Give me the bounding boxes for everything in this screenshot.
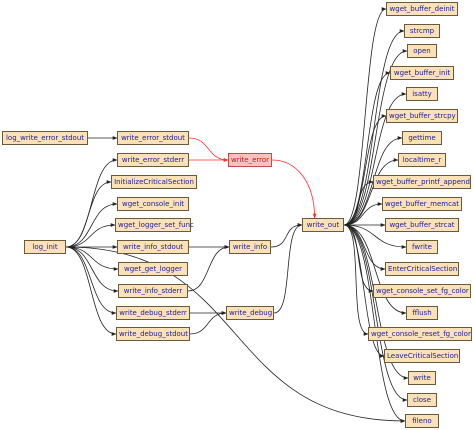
edge-write_out-to-wget_console_reset_fg_color: [343, 224, 369, 336]
edge-write_out-to-fileno: [343, 224, 406, 423]
node-localtime-r[interactable]: localtime_r: [398, 153, 446, 167]
node-wget-console-init[interactable]: wget_console_init: [117, 197, 189, 211]
edge-log_init-to-write_debug_stdout: [65, 246, 117, 336]
node-open[interactable]: open: [407, 44, 437, 58]
node-leave-critical-section[interactable]: LeaveCriticalSection: [384, 349, 460, 363]
edge-log_init-to-write_info_stderr: [65, 246, 119, 293]
node-wget-buffer-strcpy[interactable]: wget_buffer_strcpy: [386, 109, 458, 123]
edge-write_error-to-write_out: [271, 159, 317, 219]
node-wget-buffer-strcat[interactable]: wget_buffer_strcat: [385, 218, 459, 232]
edge-log_init-to-wget_console_init: [65, 202, 118, 248]
edge-write_out-to-wget_buffer_memcat: [343, 202, 383, 226]
edge-write_out-to-localtime_r: [343, 158, 399, 226]
node-write-error-stderr[interactable]: write_error_stderr: [117, 153, 189, 167]
node-wget-buffer-init[interactable]: wget_buffer_init: [390, 66, 454, 80]
node-log-write-error-stdout[interactable]: log_write_error_stdout: [2, 131, 88, 145]
edge-write_debug_stdout-to-write_debug: [189, 311, 227, 335]
edge-write_info-to-write_out: [270, 223, 303, 248]
node-write-info-stdout[interactable]: write_info_stdout: [117, 240, 189, 254]
edge-write_debug-to-write_out: [273, 223, 303, 314]
edge-write_info_stderr-to-write_info: [187, 245, 230, 292]
edge-log_init-to-write_error_stderr: [65, 158, 118, 248]
node-enter-critical-section[interactable]: EnterCriticalSection: [385, 262, 459, 276]
node-write[interactable]: write: [408, 371, 436, 385]
edge-log_init-to-wget_logger_set_func: [65, 223, 116, 248]
edge-write_out-to-open: [343, 49, 408, 226]
edge-write_out-to-close: [343, 224, 408, 402]
node-wget-buffer-printf-append[interactable]: wget_buffer_printf_append: [373, 175, 471, 189]
node-fileno[interactable]: fileno: [405, 414, 439, 428]
node-wget-get-logger[interactable]: wget_get_logger: [118, 262, 188, 276]
node-wget-console-set-fg-color[interactable]: wget_console_set_fg_color: [373, 284, 471, 298]
node-wget-console-reset-fg-color[interactable]: wget_console_reset_fg_color: [368, 327, 472, 341]
edge-write_out-to-fwrite: [343, 224, 407, 249]
node-close[interactable]: close: [407, 393, 437, 407]
node-write-error[interactable]: write_error: [228, 153, 272, 167]
edge-write_out-to-isatty: [343, 92, 407, 226]
node-write-debug-stderr[interactable]: write_debug_stderr: [116, 306, 190, 320]
edge-write_out-to-write: [343, 224, 409, 380]
node-isatty[interactable]: isatty: [406, 87, 438, 101]
node-strcmp[interactable]: strcmp: [404, 24, 440, 38]
edge-log_init-to-InitializeCriticalSection: [65, 180, 112, 248]
node-wget-buffer-deinit[interactable]: wget_buffer_deinit: [386, 2, 458, 16]
node-wget-buffer-memcat[interactable]: wget_buffer_memcat: [382, 197, 462, 211]
node-gettime[interactable]: gettime: [402, 131, 442, 145]
node-fflush[interactable]: fflush: [406, 306, 438, 320]
edge-write_out-to-wget_buffer_printf_append: [343, 180, 374, 226]
node-wget-logger-set-func[interactable]: wget_logger_set_func: [115, 218, 194, 232]
node-fwrite[interactable]: fwrite: [406, 240, 438, 254]
edge-write_error_stdout-to-write_error: [188, 137, 229, 162]
node-log-init[interactable]: log_init: [24, 240, 66, 254]
edge-log_init-to-fileno: [65, 246, 406, 423]
node-write-error-stdout[interactable]: write_error_stdout: [117, 131, 189, 145]
edge-write_out-to-wget_buffer_deinit: [343, 7, 387, 226]
edge-write_out-to-wget_buffer_strcpy: [343, 114, 387, 226]
node-initialize-critical-section[interactable]: InitializeCriticalSection: [111, 175, 197, 189]
node-write-out[interactable]: write_out: [302, 218, 344, 232]
node-write-debug[interactable]: write_debug: [226, 306, 274, 320]
node-write-info[interactable]: write_info: [229, 240, 271, 254]
edge-write_out-to-LeaveCriticalSection: [343, 224, 385, 358]
node-write-debug-stdout[interactable]: write_debug_stdout: [116, 327, 190, 341]
node-write-info-stderr[interactable]: write_info_stderr: [118, 284, 188, 298]
edge-write_out-to-fflush: [343, 224, 407, 315]
edge-write_out-to-wget_buffer_init: [343, 71, 391, 226]
